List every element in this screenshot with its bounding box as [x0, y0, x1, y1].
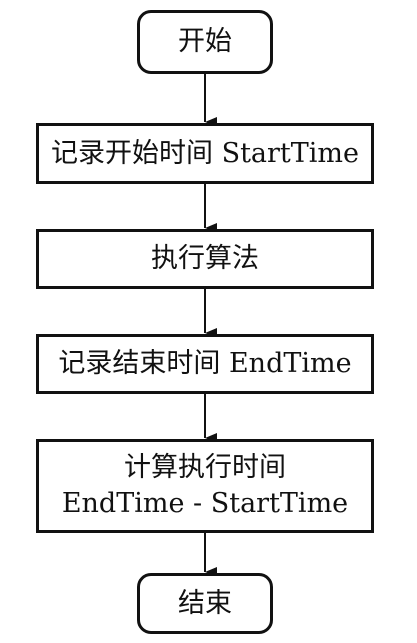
step-record-end-time-label: 记录结束时间 EndTime [58, 348, 352, 379]
step-run-algorithm: 执行算法 [36, 229, 374, 289]
start-terminal: 开始 [137, 10, 273, 74]
step-record-start-time-label: 记录开始时间 StartTime [50, 137, 359, 169]
step-compute-elapsed-time-line2: EndTime - StartTime [61, 488, 349, 519]
end-terminal: 结束 [137, 573, 273, 634]
step-compute-elapsed-time: 计算执行时间 EndTime - StartTime [36, 439, 374, 533]
step-record-end-time: 记录结束时间 EndTime [36, 334, 374, 394]
start-label: 开始 [178, 26, 232, 57]
end-label: 结束 [178, 587, 232, 619]
step-compute-elapsed-time-line1: 计算执行时间 [124, 452, 286, 483]
step-run-algorithm-label: 执行算法 [151, 243, 259, 274]
step-record-start-time: 记录开始时间 StartTime [36, 123, 374, 184]
